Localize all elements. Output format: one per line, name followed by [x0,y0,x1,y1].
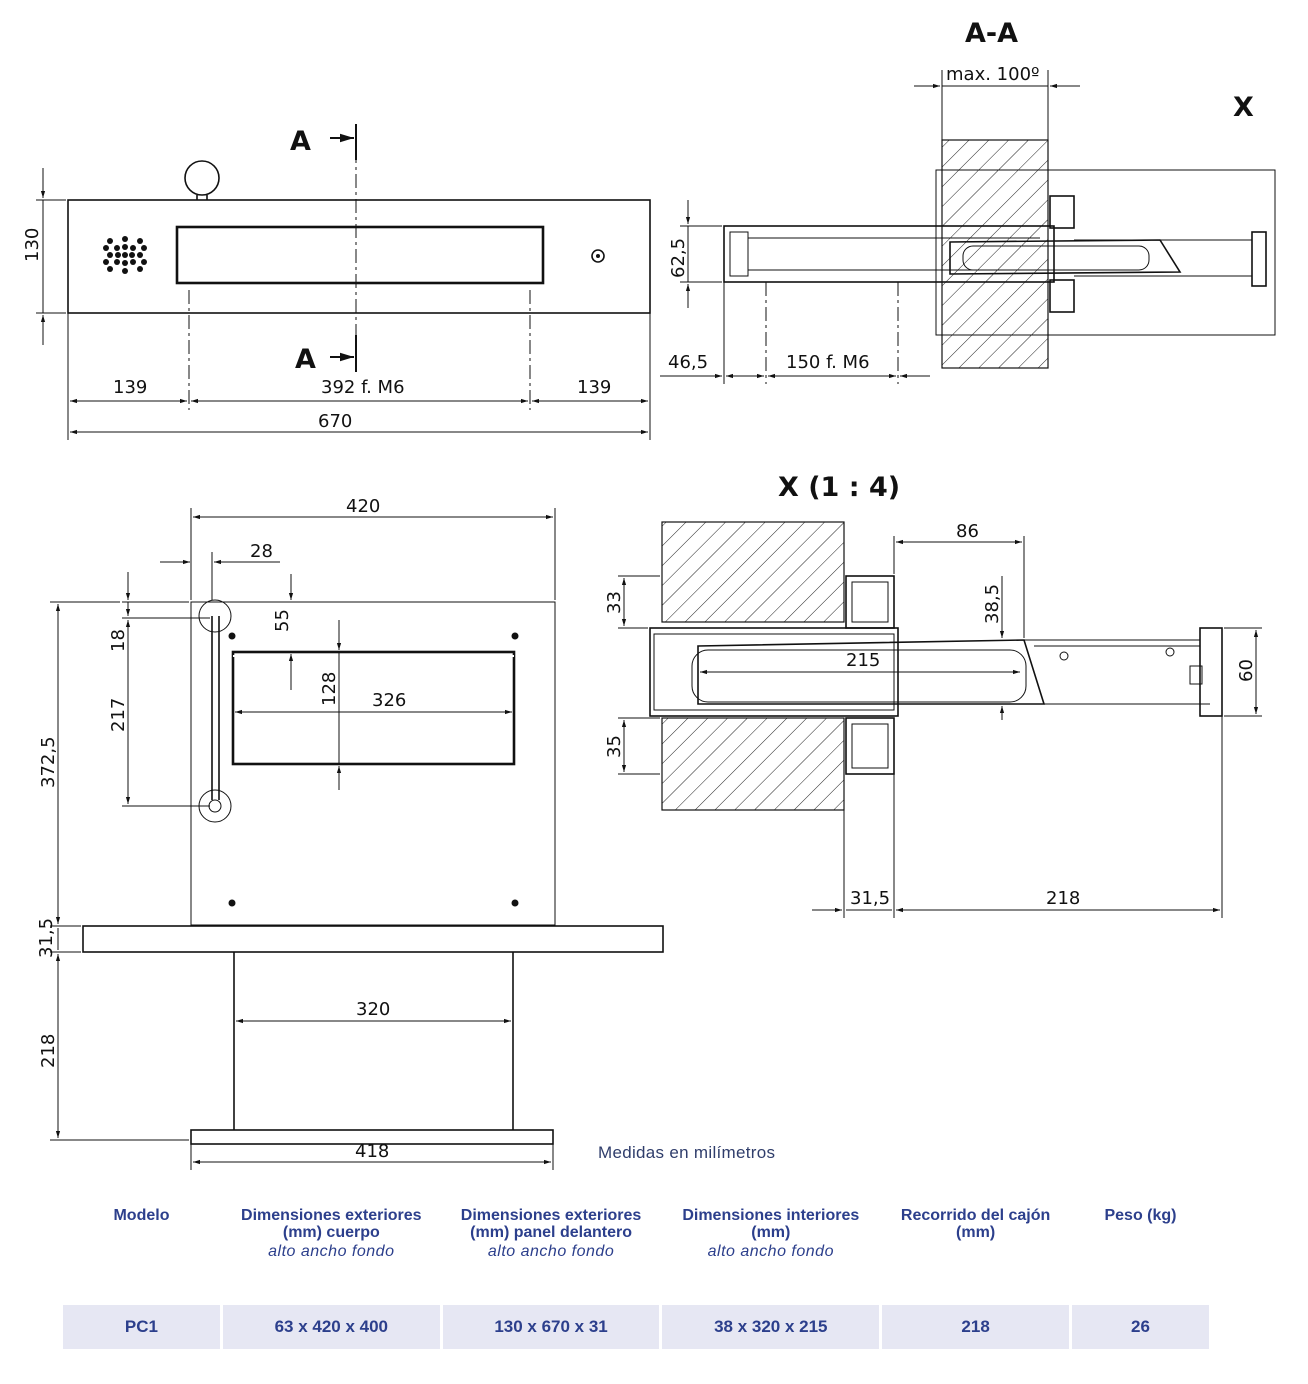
col-header-modelo: Modelo [113,1207,170,1224]
dim-plan-55: 55 [272,609,293,632]
section-title: A-A [965,18,1018,49]
col-header-dim-panel: Dimensiones exteriores (mm) panel delant… [460,1207,642,1260]
dim-x-35: 35 [604,735,625,758]
dim-plan-372: 372,5 [38,736,59,788]
dim-plan-326: 326 [372,690,406,711]
dim-x-86: 86 [956,521,979,542]
dim-x-31: 31,5 [850,888,890,909]
cell-dim-interiores: 38 x 320 x 215 [662,1305,880,1349]
detail-x-view: X (1 : 4) 86 33 38,5 215 60 [604,472,1262,918]
table-row: PC1 63 x 420 x 400 130 x 670 x 31 38 x 3… [63,1305,1209,1349]
dim-plan-217: 217 [108,698,129,732]
dim-x-215: 215 [846,650,880,671]
cell-recorrido: 218 [882,1305,1069,1349]
spec-table: Modelo Dimensiones exteriores (mm) cuerp… [60,1205,1212,1349]
dim-plan-218: 218 [38,1034,59,1068]
dim-x-33: 33 [604,591,625,614]
dim-x-60: 60 [1236,659,1257,682]
cell-dim-panel: 130 x 670 x 31 [442,1305,660,1349]
dim-plan-31: 31,5 [36,918,57,958]
dim-aa-height: 62,5 [668,238,689,278]
dim-front-height: 130 [22,228,43,262]
section-cut-label-top: A [290,126,311,157]
col-header-recorrido: Recorrido del cajón (mm) [900,1207,1051,1241]
section-cut-label-bottom: A [295,344,316,375]
dim-plan-width: 420 [346,496,380,517]
dim-aa-span: 150 f. M6 [786,352,870,373]
detail-title: X (1 : 4) [778,472,900,503]
dim-front-right: 139 [577,377,611,398]
dim-front-left: 139 [113,377,147,398]
dim-plan-128: 128 [319,672,340,706]
units-note: Medidas en milímetros [598,1143,776,1162]
section-aa-view: A-A X max. 100º 62,5 46,5 150 [660,18,1276,384]
dim-plan-418: 418 [355,1141,389,1162]
dim-aa-angle: max. 100º [946,64,1040,85]
dim-x-38: 38,5 [982,584,1003,624]
col-header-peso: Peso (kg) [1104,1207,1177,1224]
col-header-dim-interiores: Dimensiones interiores (mm)alto ancho fo… [682,1207,860,1260]
dim-aa-offset: 46,5 [668,352,708,373]
dim-plan-28: 28 [250,541,273,562]
dim-x-218: 218 [1046,888,1080,909]
detail-marker: X [1233,92,1254,123]
cell-modelo: PC1 [63,1305,220,1349]
speaker-grille-icon [103,236,147,274]
front-view: A A 130 139 392 f. M6 139 670 [22,124,651,440]
dim-front-mid: 392 f. M6 [321,377,405,398]
dim-plan-320: 320 [356,999,390,1020]
table-header-row: Modelo Dimensiones exteriores (mm) cuerp… [63,1205,1209,1305]
dim-plan-18: 18 [108,629,129,652]
plan-view: 420 28 55 128 326 18 217 372,5 31,5 218 [36,496,664,1170]
dim-front-total: 670 [318,411,352,432]
cell-peso: 26 [1072,1305,1209,1349]
cell-dim-cuerpo: 63 x 420 x 400 [222,1305,440,1349]
